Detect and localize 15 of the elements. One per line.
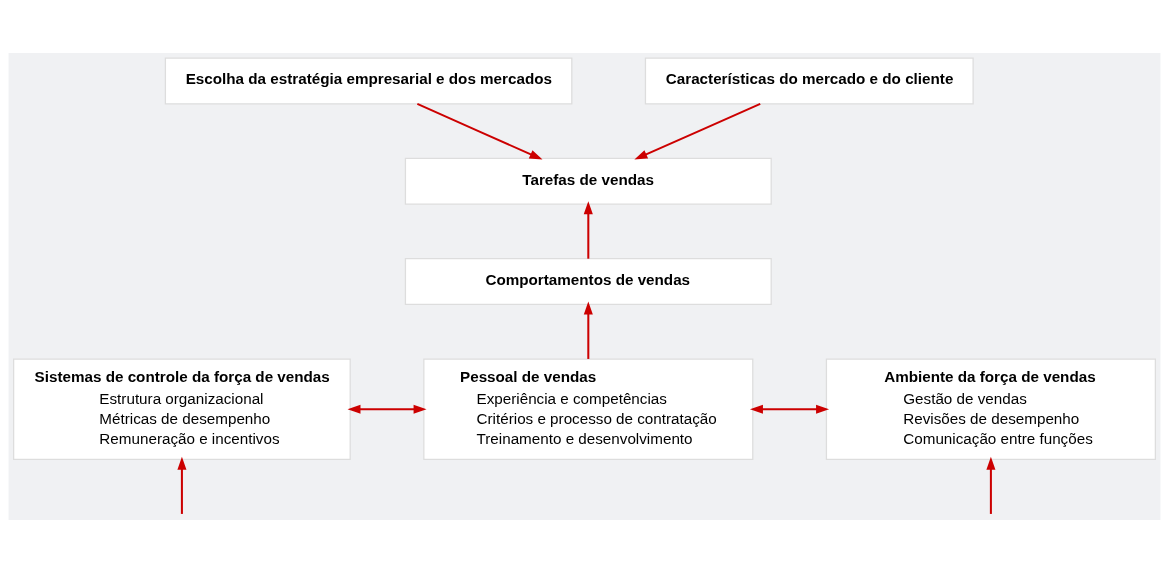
node-box: Pessoal de vendas Experiência e competências Critérios e processo de contratação Treinamento e desenvolvimento — [423, 357, 754, 460]
arrow — [749, 404, 830, 414]
node-box: Comportamentos de vendas — [404, 257, 772, 305]
node-box: Escolha da estratégia empresarial e dos mercados — [164, 56, 573, 104]
arrow — [416, 102, 543, 160]
node-box: Tarefas de vendas — [404, 157, 772, 205]
arrow — [583, 301, 593, 359]
node-box: Ambiente da força de vendas Gestão de vendas Revisões de desempenho Comunicação entre funções — [825, 357, 1156, 460]
node-box: Sistemas de controle da força de vendas Estrutura organizacional Métricas de desempenho Remuneração e incentivos — [13, 357, 351, 460]
arrow — [634, 102, 761, 160]
arrow — [347, 404, 427, 414]
node-box: Características do mercado e do cliente — [644, 56, 974, 104]
arrow — [583, 200, 593, 259]
arrow — [177, 456, 187, 514]
arrow — [986, 456, 996, 514]
